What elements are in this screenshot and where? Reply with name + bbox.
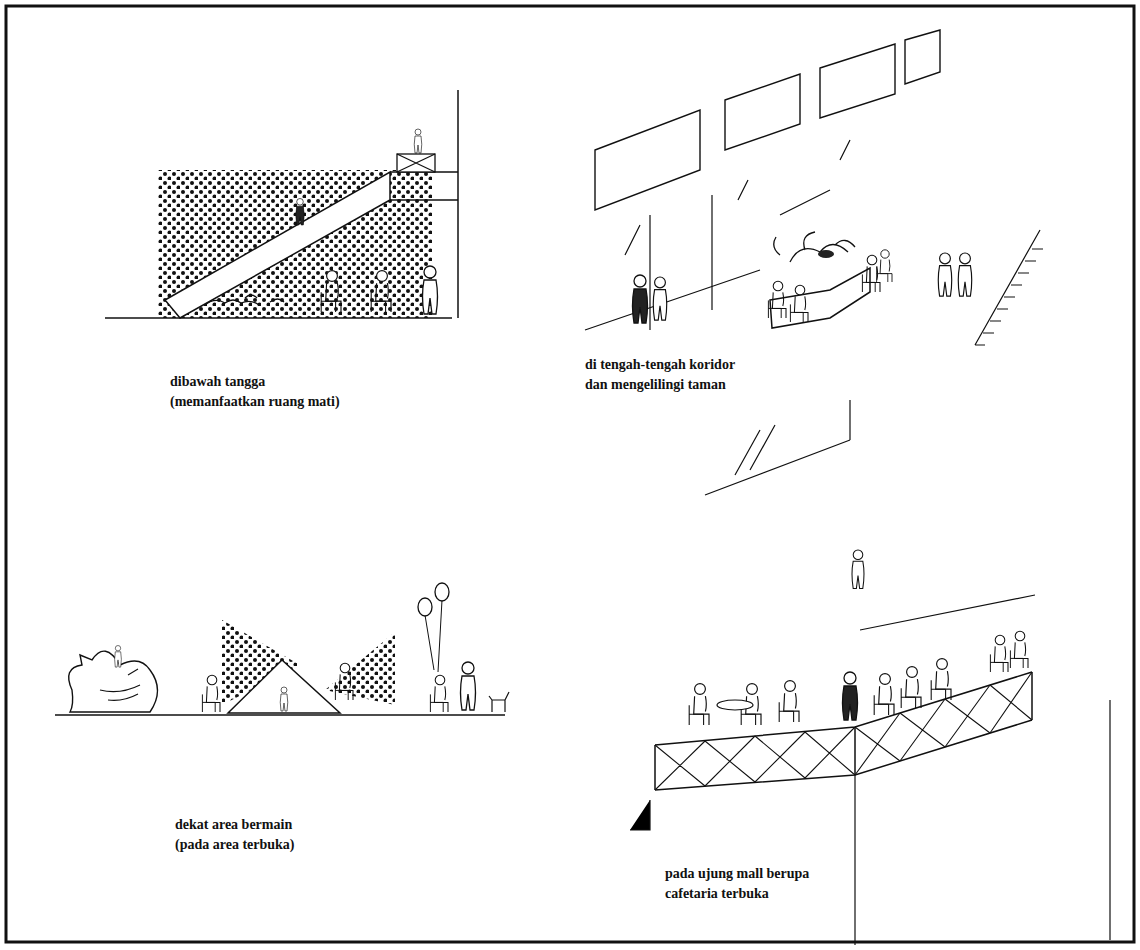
person (115, 646, 122, 668)
table (717, 700, 753, 710)
person (931, 659, 951, 700)
caption-text: (memanfaatkan ruang mati) (170, 392, 430, 412)
person (430, 675, 448, 712)
person (689, 684, 709, 725)
dotted-area (325, 632, 395, 705)
person (423, 266, 438, 314)
caption-text: dibawah tangga (170, 372, 430, 392)
caption-text: (pada area terbuka) (175, 835, 435, 855)
person (280, 687, 288, 711)
person (843, 672, 858, 720)
corridor-sketch (585, 30, 1043, 345)
window (905, 30, 940, 84)
person (874, 674, 894, 715)
feathers (100, 669, 140, 700)
reclining-children (205, 295, 284, 305)
person (296, 199, 304, 225)
railing (397, 154, 435, 172)
person (990, 635, 1008, 672)
person (877, 250, 892, 282)
person (852, 550, 864, 588)
cafeteria-sketch (630, 400, 1110, 945)
roof-lines (705, 400, 1035, 630)
floor-edge (630, 700, 1110, 945)
dotted-area (158, 170, 433, 318)
playground-sketch (55, 583, 509, 715)
person (653, 277, 667, 320)
window (820, 44, 895, 118)
plant-pot (818, 250, 834, 258)
caption-text: dekat area bermain (175, 815, 435, 835)
balloon (435, 583, 449, 601)
window (595, 110, 700, 210)
landing (390, 172, 458, 200)
person (768, 281, 786, 318)
wall-line (457, 90, 459, 318)
person (901, 667, 921, 708)
person (414, 129, 422, 153)
play-house (228, 660, 340, 713)
terrace-rail (655, 672, 1032, 790)
stair-sketch (105, 90, 458, 318)
chicken-ride (69, 651, 158, 712)
frame-border (6, 6, 1134, 942)
person (321, 271, 341, 312)
stair-hatch (975, 230, 1043, 345)
person (461, 662, 476, 710)
plants (774, 232, 855, 262)
person (958, 253, 972, 296)
caption-text: di tengah-tengah koridor dan mengeliling… (585, 355, 755, 395)
stair-flight (165, 172, 390, 318)
person (938, 253, 952, 296)
caption-text: pada ujung mall berupa cafetaria terbuka (665, 864, 830, 904)
balloon (418, 598, 432, 616)
person (1010, 631, 1028, 668)
person (790, 285, 808, 322)
ground-line (55, 714, 505, 716)
window (725, 74, 800, 150)
person (371, 271, 391, 312)
railing-cross (397, 154, 435, 172)
ground-line (105, 317, 452, 319)
person (633, 275, 648, 323)
person (779, 681, 799, 722)
toy-animal (489, 692, 509, 712)
person (335, 663, 353, 700)
person (202, 675, 220, 712)
planter (770, 268, 870, 328)
rail-cross (655, 672, 1032, 790)
